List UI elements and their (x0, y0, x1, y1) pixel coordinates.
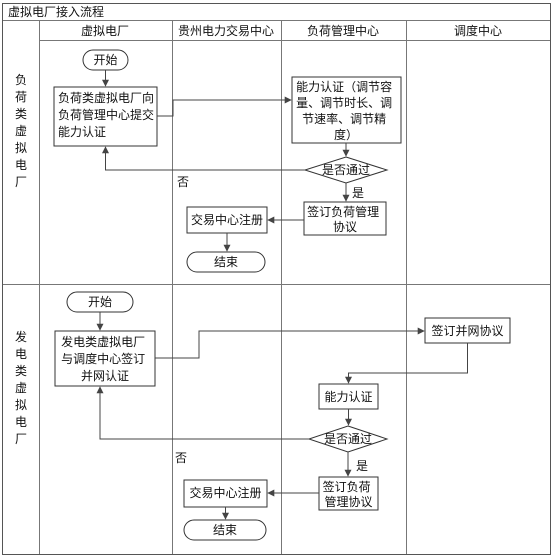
s2-yes-label: 是 (356, 459, 368, 473)
s1-yes-label: 是 (352, 186, 364, 200)
s2-sign-label: 签订负荷 管理协议 (323, 479, 375, 509)
s1-end-label: 结束 (214, 255, 238, 269)
svg-text:拟: 拟 (15, 141, 27, 155)
s1-decision-label: 是否通过 (322, 163, 370, 177)
svg-text:电: 电 (15, 158, 27, 172)
s1-start-label: 开始 (93, 53, 117, 67)
s2-start-label: 开始 (88, 295, 112, 309)
s2-register-node (183, 479, 268, 508)
s2-edge-grid-cert (345, 343, 468, 384)
s2-register-label: 交易中心注册 (189, 485, 261, 500)
s1-edge-submit-cert (157, 96, 292, 117)
s2-edge-decision-no (96, 386, 309, 440)
svg-text:虚: 虚 (15, 124, 27, 138)
column-header-trading-center: 贵州电力交易中心 (178, 23, 274, 38)
lane-label-load: 负 荷 类 虚 拟 电 厂 (15, 73, 27, 189)
s2-cert-label: 能力认证 (324, 390, 372, 404)
lane-label-generation: 发 电 类 虚 拟 电 厂 (15, 329, 27, 446)
s2-grid-agreement-node (424, 317, 511, 344)
svg-text:类: 类 (15, 364, 27, 378)
s1-cert-label: 能力认证（调节容 量、调节时长、调 节速率、调节精 度） (296, 79, 396, 142)
s1-register-label: 交易中心注册 (191, 212, 263, 227)
s1-edge-decision-no (102, 146, 305, 171)
s2-edge-submit-grid (155, 327, 425, 359)
s2-no-label: 否 (175, 451, 187, 465)
s2-end-node (183, 519, 267, 541)
diagram-title: 虚拟电厂接入流程 (8, 4, 104, 19)
svg-text:虚: 虚 (15, 381, 27, 395)
s2-grid-agreement-label: 签订并网协议 (431, 323, 503, 338)
svg-text:电: 电 (15, 347, 27, 361)
svg-text:电: 电 (15, 415, 27, 429)
s1-no-label: 否 (177, 175, 189, 189)
column-header-virtual-plant: 虚拟电厂 (81, 24, 129, 38)
s1-sign-node (303, 201, 387, 236)
s2-submit-node (54, 330, 156, 387)
column-header-dispatch-center: 调度中心 (454, 23, 502, 38)
svg-text:拟: 拟 (15, 398, 27, 412)
svg-text:负: 负 (15, 73, 27, 87)
outer-frame (2, 3, 551, 555)
s2-cert-node (318, 383, 379, 410)
s1-cert-node (291, 76, 402, 144)
svg-text:荷: 荷 (15, 90, 27, 104)
s1-submit-label: 负荷类虚拟电厂向 负荷管理中心提交 能力认证 (58, 90, 158, 139)
svg-text:发: 发 (15, 329, 27, 344)
svg-text:类: 类 (15, 107, 27, 121)
s2-end-label: 结束 (213, 523, 237, 537)
svg-text:厂: 厂 (15, 175, 27, 189)
s1-sign-label: 签订负荷管理 协议 (307, 204, 383, 234)
s1-end-node (186, 251, 266, 273)
svg-text:厂: 厂 (15, 432, 27, 446)
s2-sign-node (318, 476, 379, 511)
s2-decision-label: 是否通过 (324, 432, 372, 446)
column-header-load-management: 负荷管理中心 (307, 23, 379, 38)
s2-submit-label: 发电类虚拟电厂 与调度中心签订 并网认证 (61, 334, 149, 383)
